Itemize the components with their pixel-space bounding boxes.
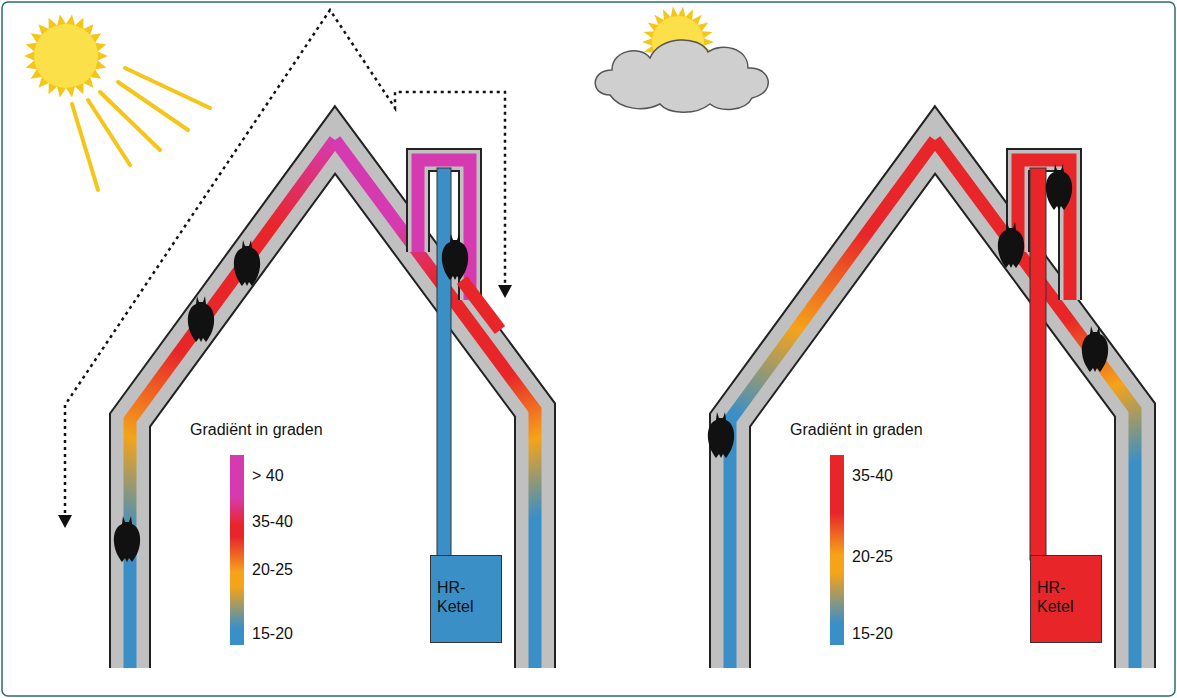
- legend-label: 15-20: [252, 624, 293, 643]
- legend-label: 35-40: [252, 512, 293, 531]
- flue-pipe: [1030, 168, 1046, 560]
- legend-label: 20-25: [852, 547, 893, 566]
- boiler-label: HR- Ketel: [437, 578, 485, 616]
- sun-disc: [34, 24, 98, 88]
- legend-label: 20-25: [252, 560, 293, 579]
- flue-pipe: [437, 168, 451, 560]
- gradient-swatch: [230, 497, 244, 537]
- house-wall: [730, 140, 1135, 668]
- sun-spikes: [24, 14, 108, 97]
- gradient-swatch: [830, 455, 844, 513]
- gradient-swatch: [230, 455, 244, 497]
- boiler-box: HR- Ketel: [1030, 555, 1102, 643]
- legend-title: Gradiënt in graden: [790, 420, 923, 439]
- gradient-swatch: [230, 587, 244, 645]
- airflow-arrow: [58, 10, 512, 528]
- legend-label: > 40: [252, 466, 284, 485]
- legend-label: 35-40: [852, 466, 893, 485]
- gradient-swatch: [830, 513, 844, 573]
- sun: [24, 14, 108, 97]
- gradient-swatch: [830, 573, 844, 645]
- cloud: [595, 40, 768, 112]
- gradient-swatch: [230, 537, 244, 587]
- boiler-label: HR- Ketel: [1037, 578, 1085, 616]
- bat: [114, 164, 1108, 562]
- house-wall: [130, 140, 535, 668]
- boiler-box: HR- Ketel: [430, 555, 502, 643]
- legend-label: 15-20: [852, 624, 893, 643]
- sun-rays: [72, 68, 210, 190]
- legend-title: Gradiënt in graden: [190, 420, 323, 439]
